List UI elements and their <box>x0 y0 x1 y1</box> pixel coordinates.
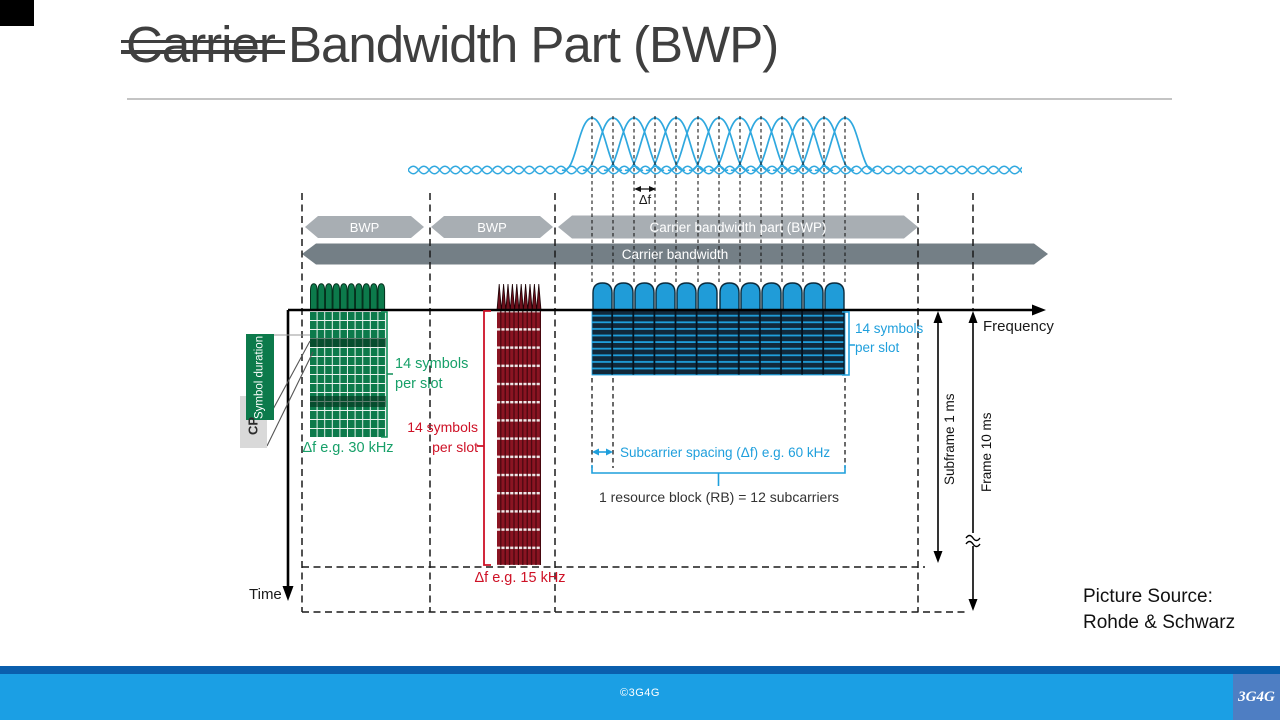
picture-source-note: Picture Source: Rohde & Schwarz <box>1083 586 1236 633</box>
brand-logo: 3G4G <box>1233 674 1280 720</box>
video-letterbox-corner <box>0 0 34 26</box>
green-resource-grid <box>310 283 386 437</box>
frequency-axis-label: Frequency <box>983 318 1054 335</box>
dashed-guides <box>301 116 974 613</box>
time-axis-label: Time <box>249 586 282 603</box>
symbol-duration-box: Symbol duration <box>246 334 274 420</box>
footer-copyright: ©3G4G <box>620 687 660 699</box>
title-divider <box>127 98 1172 100</box>
frame-label: Frame 10 ms <box>979 412 994 493</box>
carrier-bwp-arrow <box>558 215 918 239</box>
red-symbols-label: 14 symbols per slot <box>407 419 478 455</box>
blue-slot-bracket <box>842 311 855 376</box>
subcarrier-spacing-label: Subcarrier spacing (Δf) e.g. 60 kHz <box>620 445 831 460</box>
blue-resource-grid <box>591 282 846 376</box>
red-resource-grid <box>496 283 542 565</box>
title-rest: Bandwidth Part (BWP) <box>274 16 779 73</box>
footer-stripe <box>0 666 1280 674</box>
green-spacing-label: Δf e.g. 30 kHz <box>302 440 394 456</box>
bwp1-arrow <box>305 216 424 238</box>
cp-label: CP <box>245 416 261 436</box>
bwp2-arrow <box>431 216 553 238</box>
carrier-bandwidth-label: Carrier bandwidth <box>621 247 729 262</box>
title-struck-word: Carrier <box>121 14 285 76</box>
footer-bar <box>0 674 1280 720</box>
green-slot-bracket <box>381 311 393 438</box>
red-slot-bracket <box>477 310 491 566</box>
delta-f-arrow <box>634 186 656 192</box>
subframe-label: Subframe 1 ms <box>942 393 957 486</box>
delta-f-label: Δf <box>638 192 652 207</box>
blue-symbols-label: 14 symbols per slot <box>855 321 924 355</box>
resource-block-bracket <box>591 465 846 486</box>
bwp2-label: BWP <box>477 220 507 235</box>
frame-arrow <box>965 311 981 611</box>
page-title: Carrier Bandwidth Part (BWP) <box>121 14 779 76</box>
carrier-bwp-label: Carrier bandwidth part (BWP) <box>649 220 827 235</box>
carrier-bandwidth-arrow <box>302 243 1048 265</box>
red-spacing-label: Δf e.g. 15 kHz <box>474 570 566 586</box>
subcarrier-waveform <box>408 117 1022 179</box>
subcarrier-spacing-arrow <box>592 448 613 456</box>
resource-block-label: 1 resource block (RB) = 12 subcarriers <box>598 489 840 505</box>
bwp1-label: BWP <box>349 220 380 235</box>
axes <box>282 304 1046 601</box>
subframe-arrow <box>933 311 943 563</box>
green-symbols-label: 14 symbols per slot <box>395 356 469 392</box>
band-arrows <box>302 215 1048 265</box>
